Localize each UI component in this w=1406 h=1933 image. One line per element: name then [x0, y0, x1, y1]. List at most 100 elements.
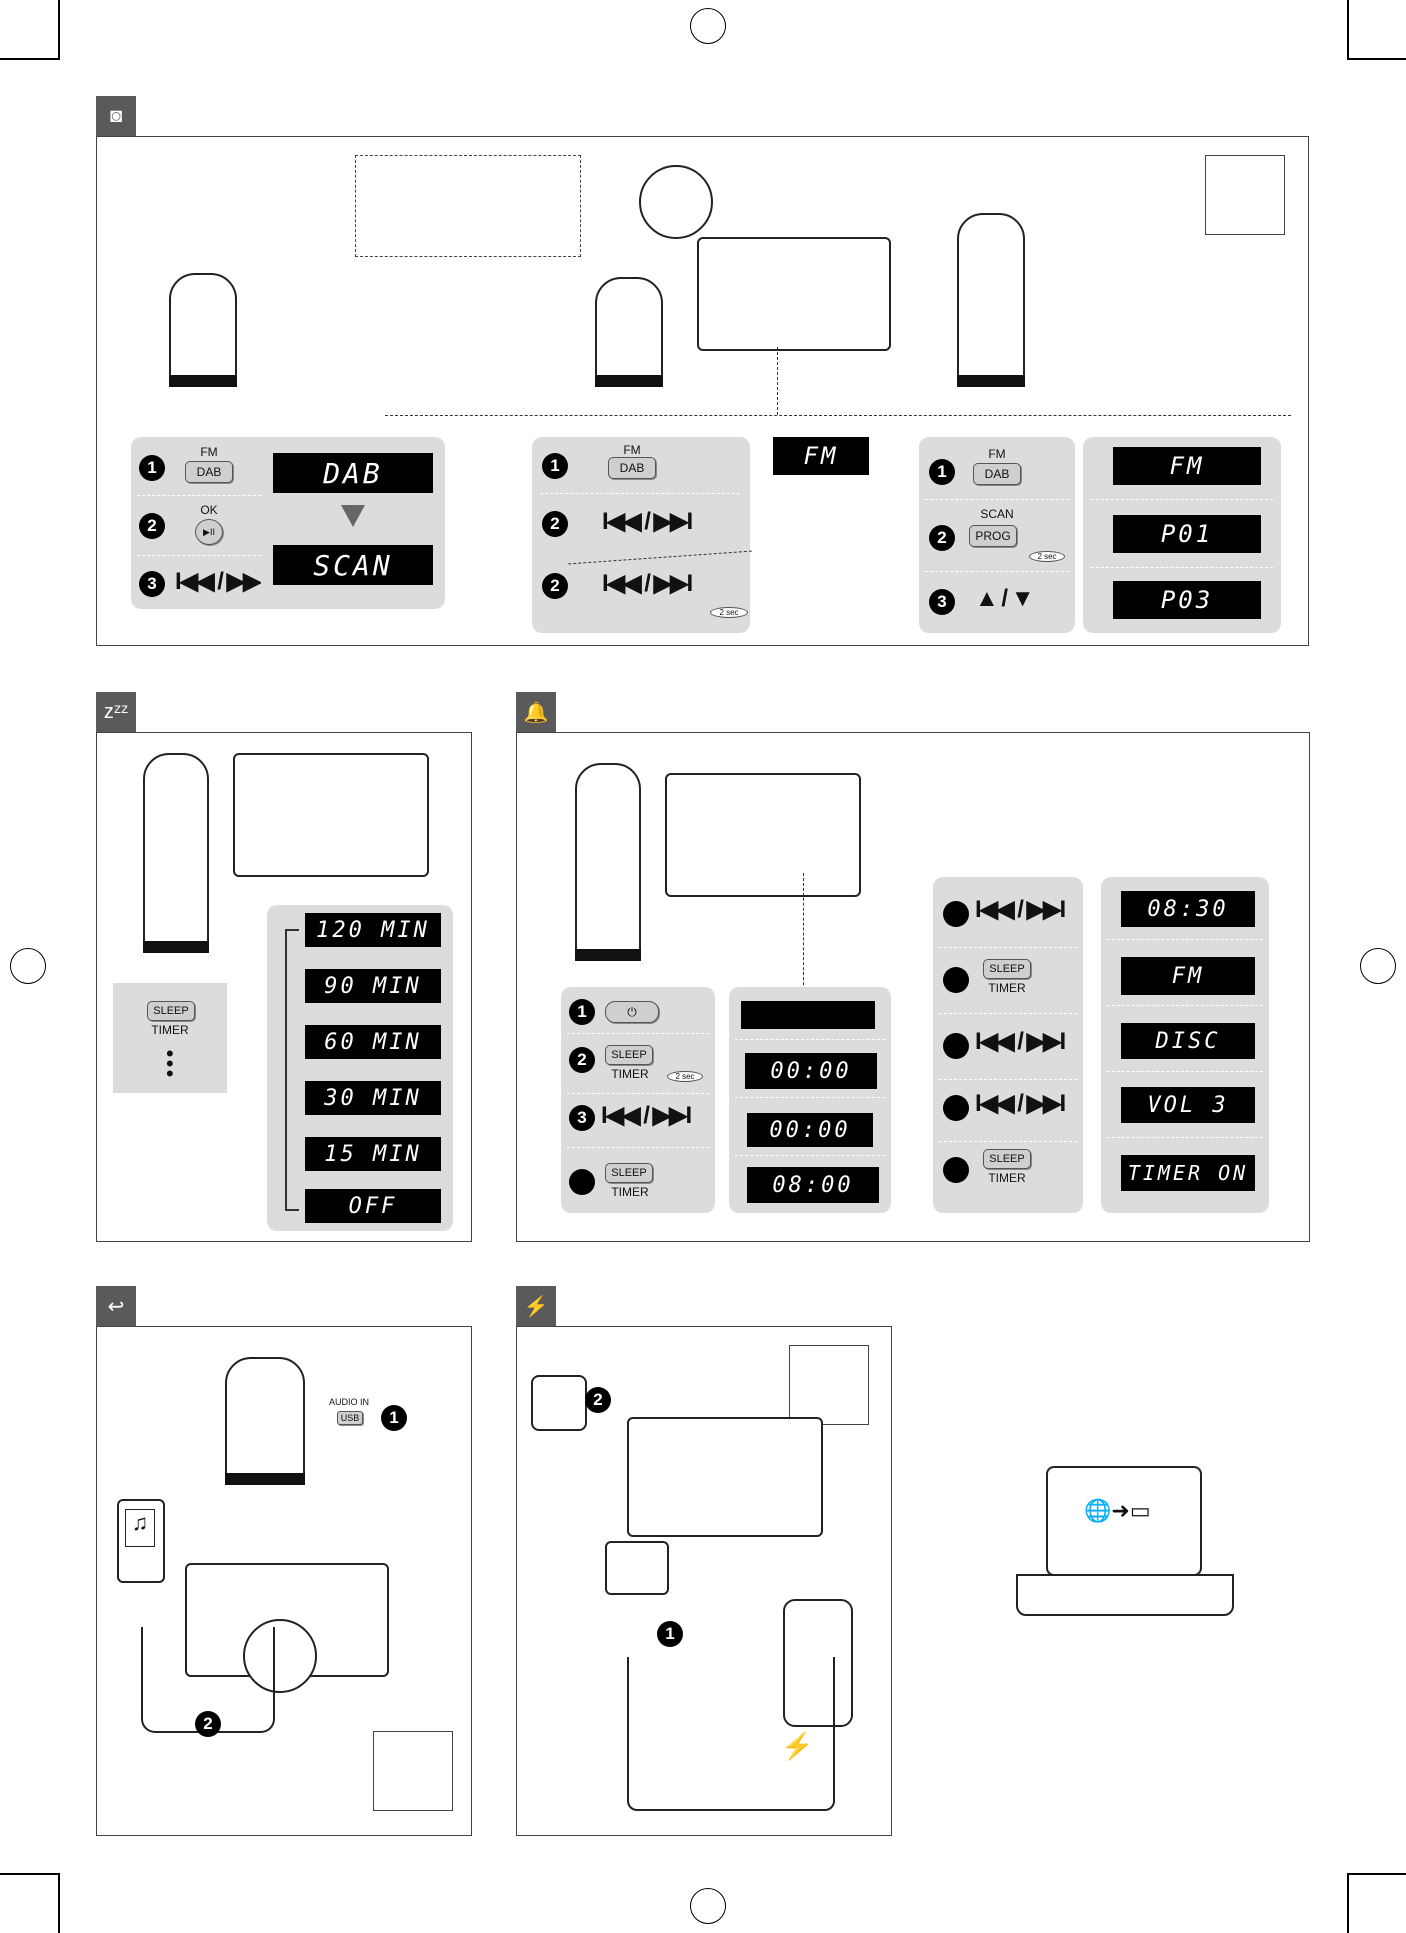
loop-arrow — [285, 929, 299, 1211]
registration-mark — [690, 8, 726, 44]
lcd-60-min: 60 MIN — [305, 1025, 441, 1059]
hold-2sec-icon: 2 sec — [667, 1071, 703, 1082]
charge-section: 2 1 ⚡ — [516, 1326, 892, 1836]
timer-label: TIMER — [988, 1171, 1026, 1185]
dab-button[interactable]: DAB — [608, 457, 656, 479]
play-pause-button[interactable]: ▶II — [195, 519, 223, 545]
lcd-p03: P03 — [1113, 581, 1261, 619]
sleep-button[interactable]: SLEEP — [605, 1045, 653, 1065]
lcd-time-08-00: 08:00 — [747, 1167, 879, 1203]
usb-cable — [627, 1657, 835, 1811]
step-2: 2 — [139, 513, 165, 539]
micro-system-illustration — [627, 1417, 823, 1537]
preset-display-panel: FM P01 P03 — [1083, 437, 1281, 633]
step-2: 2 — [585, 1387, 611, 1413]
timer-label: TIMER — [611, 1185, 649, 1199]
lcd-vol-3: VOL 3 — [1121, 1087, 1255, 1123]
remote-illustration — [957, 213, 1025, 387]
sleep-button-panel: SLEEP TIMER ••• — [113, 983, 227, 1093]
hold-2sec-icon: 2 sec — [710, 607, 748, 618]
step-bullet — [943, 1095, 969, 1121]
sleep-display-panel: 120 MIN 90 MIN 60 MIN 30 MIN 15 MIN OFF — [267, 905, 453, 1231]
arrow-down-icon — [341, 505, 365, 527]
audio-in-icon: ↩ — [96, 1286, 136, 1326]
step-2: 2 — [569, 1047, 595, 1073]
crop-mark — [58, 1873, 60, 1933]
step-bullet — [943, 901, 969, 927]
sleep-section: SLEEP TIMER ••• 120 MIN 90 MIN 60 MIN 30… — [96, 732, 472, 1242]
power-button[interactable]: ⏻ — [605, 1001, 659, 1023]
crop-mark — [58, 0, 60, 60]
step-bullet — [943, 967, 969, 993]
remote-illustration — [143, 753, 209, 953]
step-1: 1 — [657, 1621, 683, 1647]
zzz-icon: zᶻᶻ — [96, 692, 136, 732]
prev-next-icon: I◀◀ / ▶▶I — [175, 568, 266, 595]
audio-in-label: AUDIO IN — [329, 1397, 370, 1407]
music-note-icon: ♫ — [125, 1509, 155, 1547]
lcd-120-min: 120 MIN — [305, 913, 441, 947]
timer-label: TIMER — [988, 981, 1026, 995]
prev-next-icon: I◀◀ / ▶▶I — [602, 570, 693, 597]
step-4 — [569, 1169, 595, 1195]
step-2b: 2 — [542, 573, 568, 599]
wall-socket-illustration — [531, 1375, 587, 1431]
alarm-settings-display-panel: 08:30 FM DISC VOL 3 TIMER ON — [1101, 877, 1269, 1213]
registration-mark — [690, 1888, 726, 1924]
lcd-fm: FM — [1113, 447, 1261, 485]
bell-icon: 🔔 — [516, 692, 556, 732]
step-3: 3 — [569, 1105, 595, 1131]
step-3: 3 — [139, 571, 165, 597]
lcd-30-min: 30 MIN — [305, 1081, 441, 1115]
micro-system-illustration — [233, 753, 429, 877]
remote-illustration — [225, 1357, 305, 1485]
audio-in-section: AUDIO IN USB 1 ♫ 2 — [96, 1326, 472, 1836]
ok-label: OK — [200, 503, 218, 517]
sleep-button[interactable]: SLEEP — [983, 959, 1031, 979]
crop-mark — [0, 1873, 60, 1875]
cable-accessory-box — [373, 1731, 453, 1811]
dab-display-panel: DAB SCAN — [261, 437, 445, 609]
usb-button[interactable]: USB — [337, 1411, 363, 1425]
step-2: 2 — [195, 1711, 221, 1737]
up-down-icon: ▲ / ▼ — [975, 585, 1034, 612]
step-2: 2 — [542, 511, 568, 537]
crop-mark — [1347, 1873, 1349, 1933]
lcd-blank — [741, 1001, 875, 1029]
accessory-box — [1205, 155, 1285, 235]
prog-button[interactable]: PROG — [969, 525, 1017, 547]
crop-mark — [1347, 58, 1406, 60]
prev-next-icon: I◀◀ / ▶▶I — [975, 896, 1066, 923]
timer-label: TIMER — [611, 1067, 649, 1081]
laptop-keyboard — [1016, 1574, 1234, 1616]
usb-cable-accessory-box — [789, 1345, 869, 1425]
crop-mark — [1347, 1873, 1406, 1875]
radio-section: 1 FM DAB 2 OK ▶II 3 I◀◀ / ▶▶I DAB SCAN 1… — [96, 136, 1309, 646]
lcd-scan: SCAN — [273, 545, 433, 585]
lcd-timer-on: TIMER ON — [1121, 1155, 1255, 1191]
sleep-button[interactable]: SLEEP — [983, 1149, 1031, 1169]
sleep-button[interactable]: SLEEP — [605, 1163, 653, 1183]
more-dots-icon: ••• — [166, 1041, 174, 1086]
fm-steps-panel: 1 FM DAB 2 I◀◀ / ▶▶I 2 I◀◀ / ▶▶I 2 sec — [532, 437, 752, 633]
alarm-steps-panel: 1 ⏻ 2 SLEEP TIMER 2 sec 3 I◀◀ / ▶▶I SLEE… — [561, 987, 715, 1213]
prev-next-icon: I◀◀ / ▶▶I — [601, 1102, 692, 1129]
lcd-time-hour-set: 00:00 — [747, 1113, 873, 1147]
remote-illustration — [169, 273, 237, 387]
crop-mark — [1347, 0, 1349, 60]
lcd-disc: DISC — [1121, 1023, 1255, 1059]
step-1: 1 — [929, 459, 955, 485]
lcd-fm: FM — [773, 437, 869, 475]
usb-port-zoom — [605, 1541, 669, 1595]
remote-illustration — [575, 763, 641, 961]
dab-button[interactable]: DAB — [185, 461, 233, 483]
lcd-time-08-30: 08:30 — [1121, 891, 1255, 927]
step-1: 1 — [381, 1405, 407, 1431]
dab-button[interactable]: DAB — [973, 463, 1021, 485]
laptop-illustration: 🌐➜▭ — [1046, 1466, 1202, 1576]
sleep-button[interactable]: SLEEP — [147, 1001, 195, 1021]
registration-mark — [1360, 948, 1396, 984]
lcd-15-min: 15 MIN — [305, 1137, 441, 1171]
fm-label: FM — [988, 447, 1006, 461]
